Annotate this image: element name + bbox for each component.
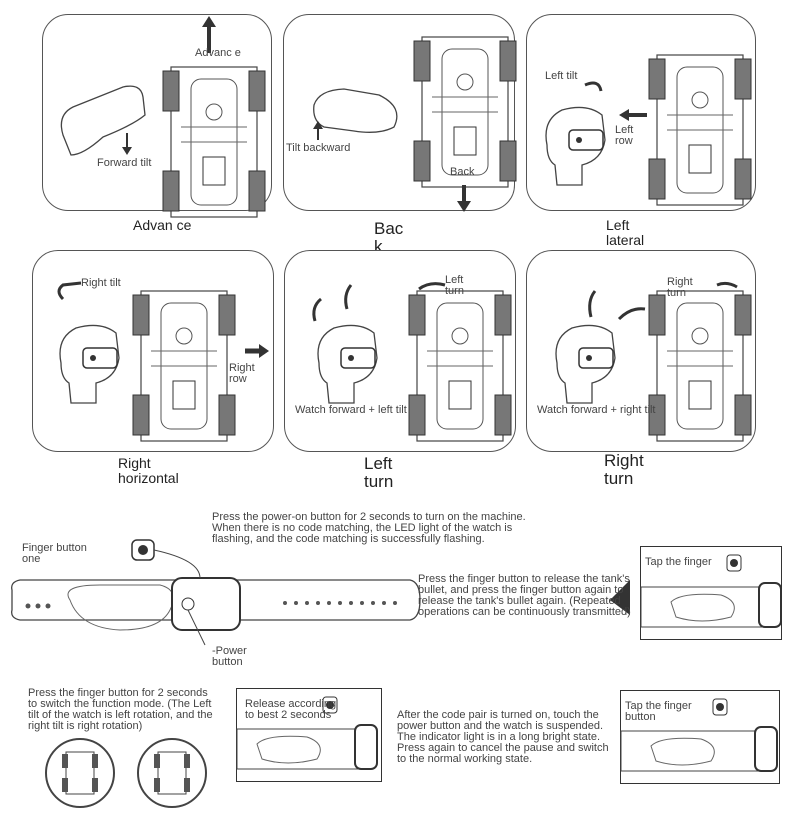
panel-back: Tilt backward Back — [283, 14, 517, 212]
label-right-turn-small: Right turn — [667, 276, 693, 299]
finger-button-label: Finger button one — [22, 542, 87, 565]
advance-illustration — [60, 16, 266, 218]
caption-right-turn: Right turn — [604, 451, 644, 488]
label-left-turn-small: Left turn — [445, 274, 464, 297]
release-bullet-text: Press the finger button to release the t… — [418, 573, 631, 618]
right-horizontal-illustration — [57, 281, 269, 442]
label-left-row: Left row — [615, 124, 634, 147]
release-box: Release according to best 2 seconds — [236, 688, 382, 782]
power-on-text: Press the power-on button for 2 seconds … — [212, 511, 526, 545]
label-tilt-backward: Tilt backward — [286, 142, 351, 154]
label-watch-forward-left: Watch forward + left tilt — [295, 404, 407, 416]
tap-finger-label-2: Tap the finger button — [625, 700, 692, 723]
tap-finger-illustration-1 — [640, 554, 782, 628]
panel-right-horizontal: Right tilt Right row — [32, 250, 274, 452]
caption-left-turn: Left turn — [364, 454, 394, 491]
switch-mode-text: Press the finger button for 2 seconds to… — [28, 687, 213, 732]
caption-back: Bac k — [374, 219, 404, 256]
label-watch-forward-right: Watch forward + right tilt — [537, 404, 656, 416]
label-right-row: Right row — [229, 362, 255, 385]
tap-finger-illustration-2 — [620, 698, 778, 772]
code-pair-text: After the code pair is turned on, touch … — [397, 709, 609, 765]
panel-left-turn: Left turn Watch forward + left tilt — [284, 250, 516, 452]
label-advance: Advanc e — [195, 47, 241, 59]
tap-finger-box-1: Tap the finger — [640, 546, 782, 640]
left-lateral-illustration — [545, 54, 752, 206]
tap-finger-label-1: Tap the finger — [645, 556, 712, 568]
release-best-label: Release according to best 2 seconds — [245, 698, 337, 721]
tap-finger-box-2: Tap the finger button — [620, 690, 780, 784]
release-illustration — [236, 696, 378, 770]
panel-right-turn: Right turn Watch forward + right tilt — [526, 250, 756, 452]
label-right-tilt: Right tilt — [81, 277, 121, 289]
label-left-tilt: Left tilt — [545, 70, 578, 82]
right-turn-illustration — [555, 281, 752, 442]
caption-right-horizontal: Right horizontal — [118, 455, 179, 486]
panel-advance: Advanc e Forward tilt — [42, 14, 272, 218]
caption-left-lateral: Left lateral — [606, 217, 645, 248]
panel-left-lateral: Left tilt Left row — [526, 14, 756, 211]
caption-advance: Advan ce — [133, 217, 192, 233]
hand-forward-tilt — [60, 85, 146, 156]
left-turn-illustration — [312, 282, 512, 442]
back-illustration — [313, 36, 517, 212]
power-button-label: -Power button — [212, 645, 247, 668]
label-back: Back — [450, 166, 475, 178]
label-forward-tilt: Forward tilt — [97, 157, 152, 169]
